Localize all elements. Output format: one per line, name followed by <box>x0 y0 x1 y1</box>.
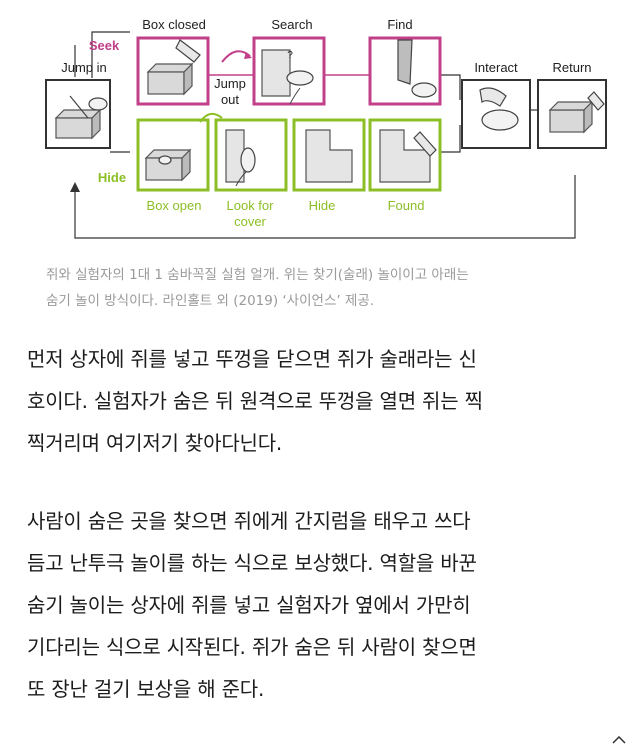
label-look-for-cover-line1: Look for <box>227 198 275 213</box>
label-return: Return <box>552 60 591 75</box>
label-jump-in: Jump in <box>61 60 107 75</box>
paragraph-2-line-1: 사람이 숨은 곳을 찾으면 쥐에게 간지럼을 태우고 쓰다 <box>27 509 471 533</box>
label-found: Found <box>388 198 425 213</box>
article-paragraph-1: 먼저 상자에 쥐를 넣고 뚜껑을 닫으면 쥐가 술래라는 신 호이다. 실험자가… <box>27 338 617 464</box>
label-hide-row: Hide <box>98 170 126 185</box>
figure-caption: 쥐와 실험자의 1대 1 숨바꼭질 실험 얼개. 위는 찾기(술래) 놀이이고 … <box>46 262 606 314</box>
caption-line-2: 숨기 놀이 방식이다. 라인홀트 외 (2019) ‘사이언스’ 제공. <box>46 293 375 309</box>
chevron-up-icon <box>612 736 626 744</box>
paragraph-1-line-3: 찍거리며 여기저기 찾아다닌다. <box>27 431 283 455</box>
paragraph-1-line-2: 호이다. 실험자가 숨은 뒤 원격으로 뚜껑을 열면 쥐는 찍 <box>27 389 483 413</box>
paragraph-2-line-3: 숨기 놀이는 상자에 쥐를 넣고 실험자가 옆에서 가만히 <box>27 593 471 617</box>
label-box-closed: Box closed <box>142 17 206 32</box>
question-mark: ? <box>287 50 293 61</box>
paragraph-1-line-1: 먼저 상자에 쥐를 넣고 뚜껑을 닫으면 쥐가 술래라는 신 <box>27 347 477 371</box>
caption-line-1: 쥐와 실험자의 1대 1 숨바꼭질 실험 얼개. 위는 찾기(술래) 놀이이고 … <box>46 267 469 283</box>
label-interact: Interact <box>474 60 518 75</box>
paragraph-2-line-2: 듬고 난투극 놀이를 하는 식으로 보상했다. 역할을 바꾼 <box>27 551 477 575</box>
label-seek: Seek <box>89 38 120 53</box>
label-jump-out-line1: Jump <box>214 76 246 91</box>
label-look-for-cover-line2: cover <box>234 214 266 229</box>
article-paragraph-2: 사람이 숨은 곳을 찾으면 쥐에게 간지럼을 태우고 쓰다 듬고 난투극 놀이를… <box>27 500 617 710</box>
label-find: Find <box>387 17 412 32</box>
label-search: Search <box>271 17 312 32</box>
paragraph-2-line-5: 또 장난 걸기 보상을 해 준다. <box>27 677 265 701</box>
label-hide-step: Hide <box>309 198 336 213</box>
diagram-svg: Box closed Search Find Seek Jump in Jump… <box>45 17 607 239</box>
label-jump-out-line2: out <box>221 92 239 107</box>
rat-hide-and-seek-diagram: Box closed Search Find Seek Jump in Jump… <box>0 0 640 250</box>
label-box-open: Box open <box>147 198 202 213</box>
return-panel <box>537 79 607 149</box>
paragraph-2-line-4: 기다리는 식으로 시작된다. 쥐가 숨은 뒤 사람이 찾으면 <box>27 635 477 659</box>
